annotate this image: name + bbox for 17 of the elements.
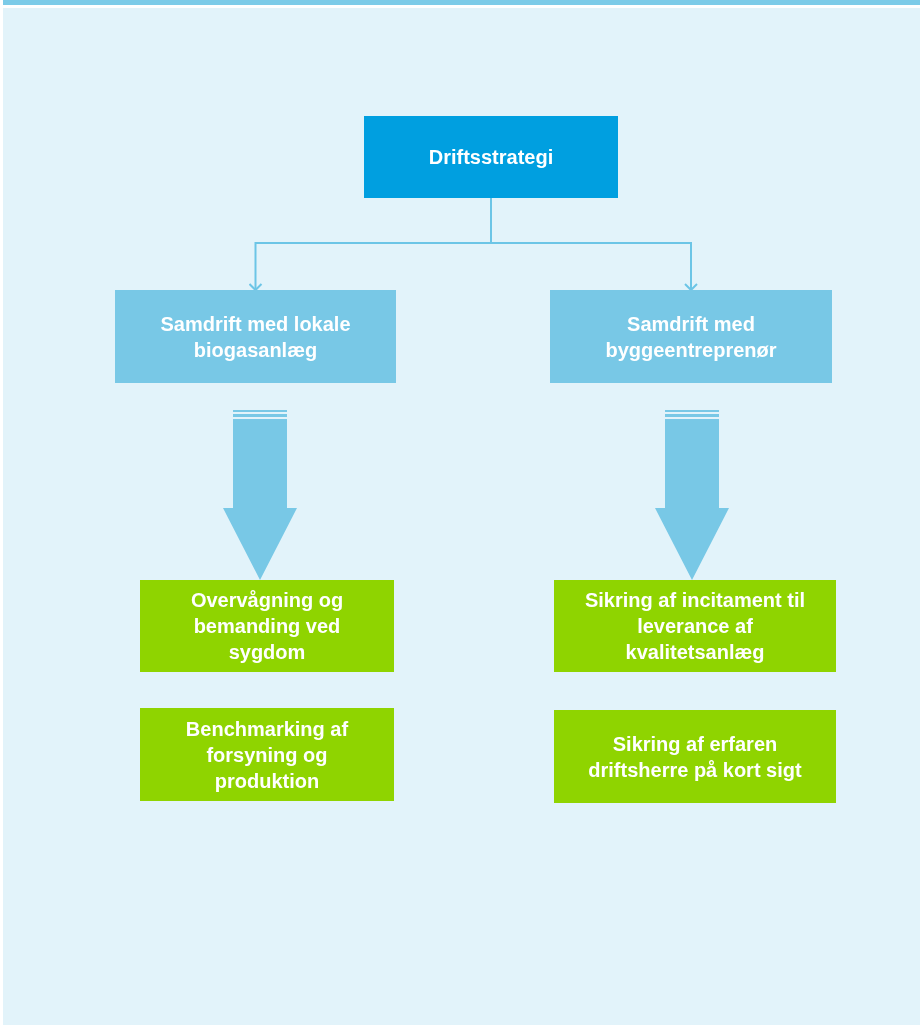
box-text: Sikring af incitament til leverance af kvalitetsanlæg (583, 588, 806, 665)
box-text: Sikring af erfaren driftsherre på kort sigt (587, 731, 803, 783)
benefit-box (140, 580, 394, 672)
block-arrow (223, 410, 297, 580)
option-box (550, 290, 832, 383)
benefit-box (554, 710, 836, 803)
box-text: Overvågning og bemanding ved sygdom (189, 588, 345, 665)
connector-arrow (490, 197, 698, 291)
strategy-box (364, 116, 618, 198)
benefit-box (554, 580, 836, 672)
box-text: Samdrift med lokale biogasanlæg (159, 311, 352, 363)
block-arrow (655, 410, 729, 580)
box-text: Samdrift med byggeentreprenør (604, 311, 778, 363)
benefit-box (140, 708, 394, 801)
box-text: Benchmarking af forsyning og produktion (184, 716, 350, 794)
option-box (115, 290, 396, 383)
box-text: Driftsstrategi (428, 145, 554, 170)
